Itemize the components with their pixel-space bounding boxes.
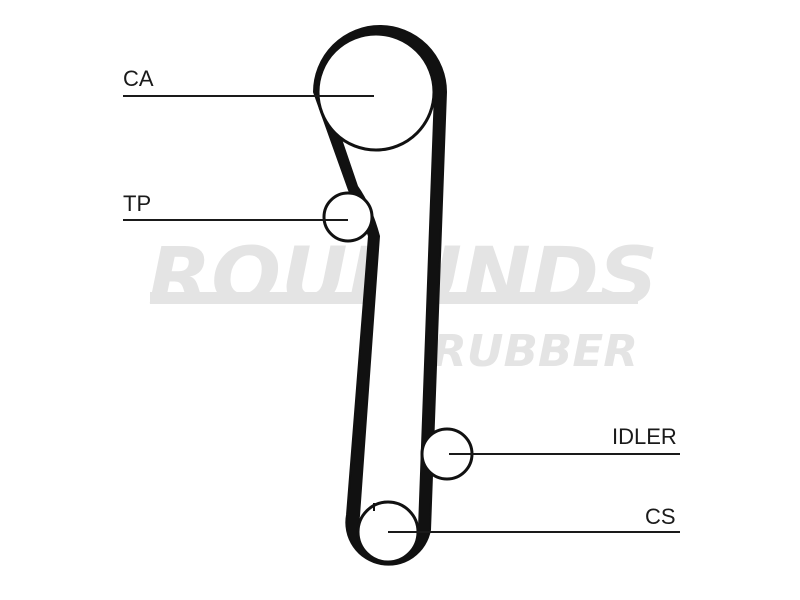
tensioner-pulley [322,191,374,243]
watermark-line2: RUBBER [432,326,638,377]
camshaft-pulley [316,32,436,152]
belt-inner-area [326,38,434,552]
idler-label: IDLER [612,424,677,449]
ca-label: CA [123,66,154,91]
cs-label: CS [645,504,676,529]
tp-label: TP [123,191,151,216]
